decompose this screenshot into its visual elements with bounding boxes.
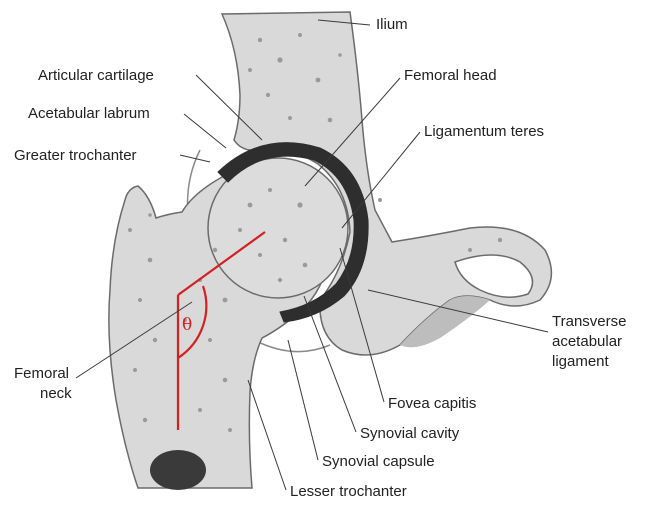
marrow-cavity xyxy=(150,450,206,490)
label-fovea-capitis: Fovea capitis xyxy=(388,395,476,412)
label-lesser-trochanter: Lesser trochanter xyxy=(290,483,407,500)
label-acetabular-labrum: Acetabular labrum xyxy=(28,105,150,122)
label-transverse-line1: Transverse xyxy=(552,313,626,330)
label-synovial-capsule: Synovial capsule xyxy=(322,453,435,470)
label-femoral-head: Femoral head xyxy=(404,67,497,84)
label-ligamentum-teres: Ligamentum teres xyxy=(424,123,544,140)
leader-synovial-capsule xyxy=(288,340,318,460)
label-femoral-neck-line2: neck xyxy=(40,385,72,402)
leader-lesser-trochanter xyxy=(248,380,286,490)
label-greater-trochanter: Greater trochanter xyxy=(14,147,137,164)
theta-label: θ xyxy=(182,315,192,335)
label-ilium: Ilium xyxy=(376,16,408,33)
label-femoral-neck-line1: Femoral xyxy=(14,365,69,382)
label-transverse-line2: acetabular xyxy=(552,333,622,350)
label-transverse-line3: ligament xyxy=(552,353,610,370)
label-synovial-cavity: Synovial cavity xyxy=(360,425,460,442)
label-articular-cartilage: Articular cartilage xyxy=(38,67,154,84)
leader-acetabular-labrum xyxy=(184,114,226,148)
